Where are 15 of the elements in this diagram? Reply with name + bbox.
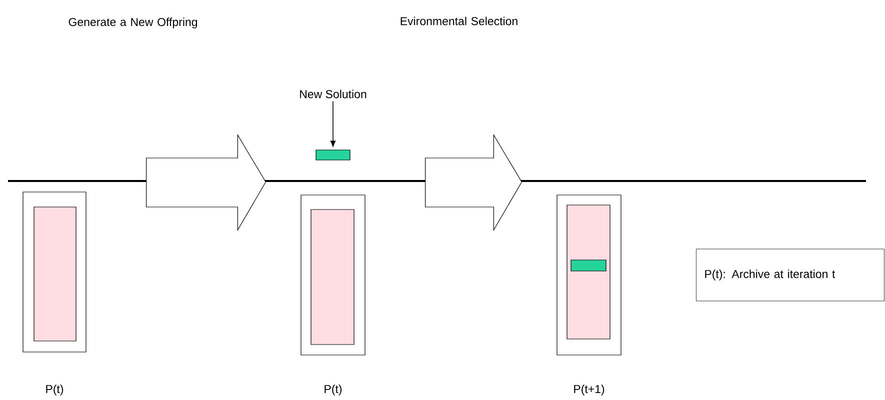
population-label: P(t) [46, 384, 64, 396]
arrow [330, 101, 336, 147]
population-label: P(t+1) [574, 384, 604, 396]
block-arrow [146, 134, 266, 232]
solution-bar [570, 260, 606, 272]
stage-label: Evironmental Selection [400, 16, 518, 26]
stage-label: Generate a New Offpring [68, 18, 198, 28]
solution-label: New Solution [300, 90, 366, 98]
population-bar [34, 206, 76, 342]
solution-bar [316, 150, 350, 160]
population-label: P(t) [324, 384, 342, 396]
population-bar [310, 209, 354, 345]
block-arrow [425, 134, 522, 232]
population-bar [566, 204, 610, 340]
legend-box: P(t): Archive at iteration t [696, 248, 884, 302]
